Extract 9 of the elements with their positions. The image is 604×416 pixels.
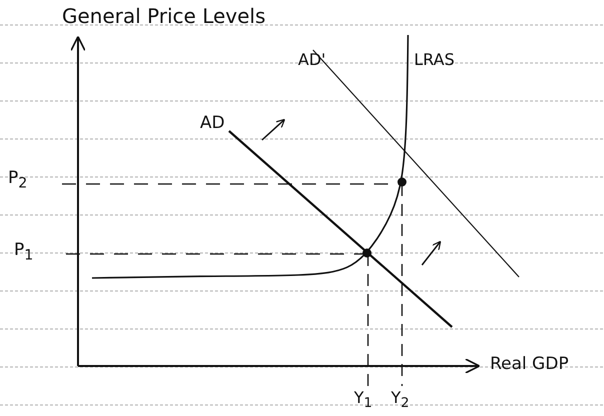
curve-label: LRAS [414,52,454,68]
price-level-label: P$_{2}$ [8,170,28,191]
curve-label: AD [200,115,225,132]
y-axis-title: General Price Levels [62,6,266,26]
output-label: Y$_{2}$ [391,390,410,411]
price-level-label: P$_{1}$ [14,242,34,263]
output-label: Y$_{1}$ [354,390,372,411]
x-axis-title: Real GDP [490,356,569,373]
curve-label: AD' [298,52,326,68]
